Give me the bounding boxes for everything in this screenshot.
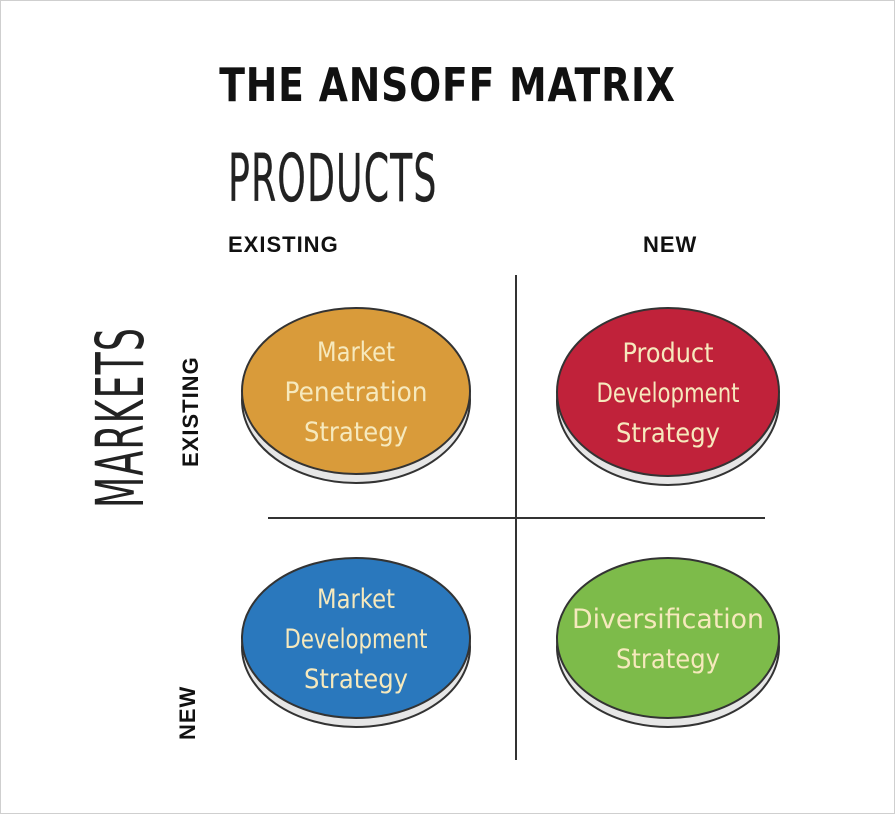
markets-existing-label: EXISTING — [178, 356, 203, 467]
quadrant-label-line: Development — [597, 378, 740, 409]
blob-fill — [556, 557, 780, 719]
quadrant-label-line: Development — [285, 624, 428, 655]
quadrant-label-line: Market — [317, 584, 395, 615]
products-existing-label: EXISTING — [228, 232, 339, 257]
blob-fill — [556, 307, 780, 477]
markets-new-label: NEW — [175, 685, 200, 740]
quadrant-label-line: Strategy — [304, 417, 408, 448]
horizontal-divider — [268, 517, 765, 519]
quadrant-label-line: Strategy — [616, 418, 720, 449]
products-axis-label: PRODUCTS — [228, 140, 438, 217]
quadrant-label-line: Strategy — [304, 664, 408, 695]
quadrant-label-line: Product — [623, 338, 714, 369]
quadrant-label-line: Penetration — [285, 377, 428, 408]
quadrant-label-line: Diversification — [572, 604, 764, 635]
quadrant-label-line: Strategy — [616, 644, 720, 675]
blob-fill — [241, 557, 471, 719]
diagram-title: THE ANSOFF MATRIX — [219, 58, 676, 112]
markets-axis-label: MARKETS — [82, 326, 159, 508]
quadrant-label-line: Market — [317, 337, 395, 368]
blob-fill — [241, 307, 471, 475]
products-new-label: NEW — [643, 232, 698, 257]
